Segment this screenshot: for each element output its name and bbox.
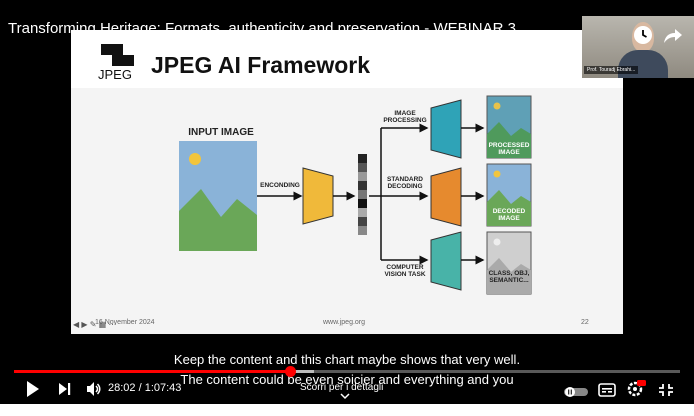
next-icon[interactable] — [58, 380, 72, 398]
output-label-cv: CLASS, OBJ, SEMANTIC... — [488, 270, 530, 284]
encoder-block — [302, 167, 334, 225]
input-image — [179, 141, 257, 251]
subtitles-icon[interactable] — [598, 381, 616, 399]
time-display: 28:02 / 1:07:43 — [108, 382, 182, 394]
slide: JPEG JPEG AI Framework INPUT IMAGE — [71, 30, 623, 334]
latent-representation — [358, 154, 367, 235]
output-label-decoded: DECODED IMAGE — [492, 208, 526, 222]
caption-line-1: Keep the content and this chart maybe sh… — [173, 352, 521, 367]
branch-label-computer-vision: COMPUTER VISION TASK — [384, 264, 426, 278]
fullscreen-icon[interactable] — [658, 381, 674, 399]
slide-title: JPEG AI Framework — [151, 52, 371, 78]
slide-header — [71, 30, 623, 88]
autoplay-toggle-icon[interactable] — [564, 383, 588, 401]
progress-played — [14, 370, 290, 373]
output-label-processed: PROCESSED IMAGE — [488, 142, 530, 156]
encoding-label: ENCONDING — [260, 182, 300, 189]
video-title[interactable]: Transforming Heritage: Formats, authenti… — [8, 20, 516, 37]
slide-toolbar[interactable]: ◀ ▶ ✎ ▦ ⋯ — [73, 320, 117, 329]
caption-line-2: The content could be even soicier and ev… — [180, 372, 514, 387]
branch-label-standard-decoding: STANDARD DECODING — [387, 176, 423, 190]
share-icon[interactable] — [662, 24, 684, 46]
scroll-for-details[interactable]: Scorri per i dettagli — [300, 382, 384, 393]
slide-footer-url: www.jpeg.org — [323, 319, 366, 326]
chevron-down-icon[interactable] — [340, 392, 350, 400]
computer-vision-decoder — [430, 231, 462, 291]
framework-diagram — [257, 95, 532, 295]
progress-bar[interactable] — [14, 366, 680, 377]
settings-icon[interactable] — [626, 379, 646, 397]
computer-vision-output — [486, 231, 532, 295]
scrubber-handle[interactable] — [284, 366, 296, 377]
input-image-label: INPUT IMAGE — [188, 127, 254, 138]
branch-label-image-processing: IMAGE PROCESSING — [383, 110, 427, 124]
jpeg-logo — [101, 44, 145, 84]
decoded-image-output — [486, 163, 532, 227]
slide-page-number: 22 — [581, 319, 589, 326]
volume-icon[interactable] — [86, 380, 102, 398]
image-processing-decoder — [430, 99, 462, 159]
slide-footer-date: 16 November 2024 — [95, 319, 155, 326]
webcam-name-label: Prof. Touradj Ebrahi... — [584, 66, 639, 74]
captions: Keep the content and this chart maybe sh… — [0, 350, 694, 390]
logo-text: JPEG — [98, 67, 132, 82]
watch-later-icon[interactable] — [632, 24, 654, 46]
play-icon[interactable] — [26, 380, 40, 398]
page-background — [0, 404, 694, 416]
standard-decoder — [430, 167, 462, 227]
processed-image-output — [486, 95, 532, 159]
